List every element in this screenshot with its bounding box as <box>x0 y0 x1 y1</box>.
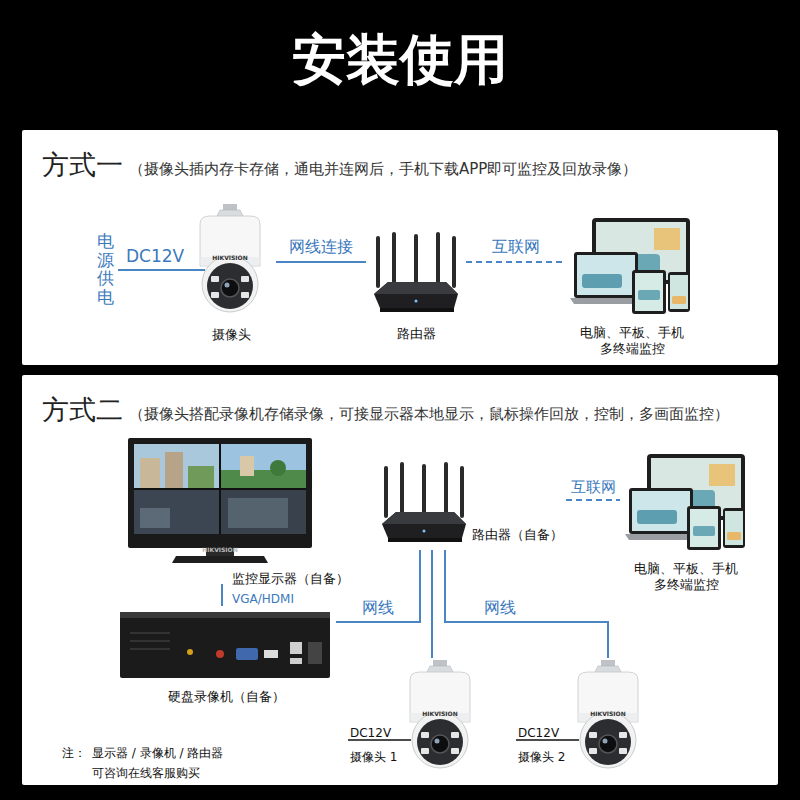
edge-label-wrap: 网线 <box>318 598 438 618</box>
node-label: 硬盘录像机（自备） <box>168 689 285 705</box>
node-label-wrap: 路由器（自备） <box>472 524 566 543</box>
panel-header: 方式一 （摄像头插内存卡存储，通电并连网后，手机下载APP即可监控及回放录像） <box>42 148 758 182</box>
cable-line <box>276 261 366 263</box>
nvr-illustration <box>120 612 330 678</box>
label-wrap: HIKVISION <box>190 537 250 556</box>
vertical-label: 电源供电 <box>97 232 114 307</box>
note-label: DC12V <box>350 726 391 741</box>
device-node: 路由器（自备） <box>376 458 566 550</box>
panel-header: 方式二 （摄像头搭配录像机存储录像，可接显示器本地显示，鼠标操作回放，控制，多画面… <box>42 393 758 427</box>
method-panel: 方式二 （摄像头搭配录像机存储录像，可接显示器本地显示，鼠标操作回放，控制，多画面… <box>22 375 778 785</box>
node-label-wrap: 监控显示器（自备） <box>232 568 354 587</box>
method-heading: 方式二 <box>42 393 123 427</box>
device-node: 摄像头 <box>186 200 276 345</box>
title-text: 安装使用 <box>292 26 508 92</box>
node-label: 摄像头 <box>212 327 251 343</box>
method-heading: 方式一 <box>42 148 123 182</box>
note-label: DC12V <box>126 246 184 266</box>
brand-logo: HIKVISION <box>212 254 247 261</box>
node-label-wrap: 摄像头 2 <box>518 746 578 765</box>
node-label: 摄像头 2 <box>518 750 565 765</box>
label-wrap: DC12V <box>350 722 391 741</box>
edge-label: 互联网 <box>490 237 542 257</box>
node-label-wrap: 硬盘录像机（自备） <box>116 686 336 705</box>
camera-illustration <box>410 660 470 768</box>
device-node: 电脑、平板、手机多终端监控 <box>566 216 698 356</box>
label-wrap: 电源供电 <box>97 232 114 307</box>
note-label: 显示器 / 录像机 / 路由器 <box>92 746 223 761</box>
label-wrap: 显示器 / 录像机 / 路由器 <box>92 742 223 761</box>
label-wrap: HIKVISION <box>410 701 470 720</box>
node-label: 电脑、平板、手机 <box>634 561 738 577</box>
node-label: 电脑、平板、手机 <box>580 325 684 341</box>
node-label-wrap: 路由器 <box>366 323 466 342</box>
brand-logo: HIKVISION <box>202 546 237 553</box>
brand-logo: HIKVISION <box>590 710 625 717</box>
node-label: 路由器 <box>397 326 436 342</box>
camera-illustration <box>578 660 638 768</box>
router-illustration <box>382 462 466 542</box>
camera-illustration <box>200 204 260 312</box>
edge-label-wrap: 互联网 <box>456 237 576 257</box>
label-wrap: DC12V <box>518 722 559 741</box>
cable-line <box>431 550 433 658</box>
edge-label: 网线连接 <box>287 237 355 257</box>
edge-label: 网线 <box>360 598 396 618</box>
note-label: 可咨询在线客服购买 <box>92 766 200 781</box>
node-label: 多终端监控 <box>600 341 665 357</box>
device-node: 摄像头 1 <box>344 658 480 782</box>
edge-label: 互联网 <box>569 478 618 497</box>
node-label: 监控显示器（自备） <box>232 571 349 587</box>
node-label-wrap: 多终端监控 <box>566 338 698 357</box>
node-label-wrap: 多终端监控 <box>620 574 752 593</box>
note-label: DC12V <box>518 726 559 741</box>
edge-label-wrap: 网线 <box>440 598 560 618</box>
device-node: 摄像头 2 <box>512 658 648 782</box>
edge-label-wrap: 互联网 <box>533 477 653 497</box>
brand-logo: HIKVISION <box>422 710 457 717</box>
internet-link <box>466 261 566 263</box>
label-wrap: 可咨询在线客服购买 <box>92 762 200 781</box>
power-wire <box>118 269 205 271</box>
internet-link <box>566 499 620 501</box>
cable-line <box>221 584 223 606</box>
device-node: 路由器 <box>366 226 466 346</box>
node-label: 摄像头 1 <box>350 750 397 765</box>
label-wrap: HIKVISION <box>200 245 260 264</box>
monitor-illustration <box>128 438 312 563</box>
edge-label-wrap: VGA/HDMI <box>230 588 296 607</box>
edge-label-wrap: 网线连接 <box>261 237 381 257</box>
title-wrap: 安装使用 <box>0 26 800 92</box>
method-description: （摄像头搭配录像机存储录像，可接显示器本地显示，鼠标操作回放，控制，多画面监控） <box>129 404 758 424</box>
router-illustration <box>374 232 458 312</box>
devices-illustration <box>570 218 690 314</box>
node-label-wrap: 电脑、平板、手机 <box>566 322 698 341</box>
devices-illustration <box>625 454 745 550</box>
device-node: 硬盘录像机（自备） <box>116 606 336 702</box>
label-wrap: HIKVISION <box>578 701 638 720</box>
node-label: 多终端监控 <box>654 577 719 593</box>
node-label: 路由器（自备） <box>472 527 563 543</box>
device-node: 监控显示器（自备） <box>124 436 354 584</box>
cable-line <box>445 550 608 658</box>
node-label-wrap: 摄像头 <box>186 324 276 343</box>
edge-label: VGA/HDMI <box>230 591 296 607</box>
cable-line <box>336 550 420 622</box>
device-node: 电脑、平板、手机多终端监控 <box>620 452 752 592</box>
note-label: 注： <box>62 746 86 761</box>
edge-label: 网线 <box>482 598 518 618</box>
node-label-wrap: 电脑、平板、手机 <box>620 558 752 577</box>
method-description: （摄像头插内存卡存储，通电并连网后，手机下载APP即可监控及回放录像） <box>129 159 758 179</box>
node-label-wrap: 摄像头 1 <box>350 746 410 765</box>
label-wrap: 注： <box>62 742 86 761</box>
label-wrap: DC12V <box>126 246 184 266</box>
